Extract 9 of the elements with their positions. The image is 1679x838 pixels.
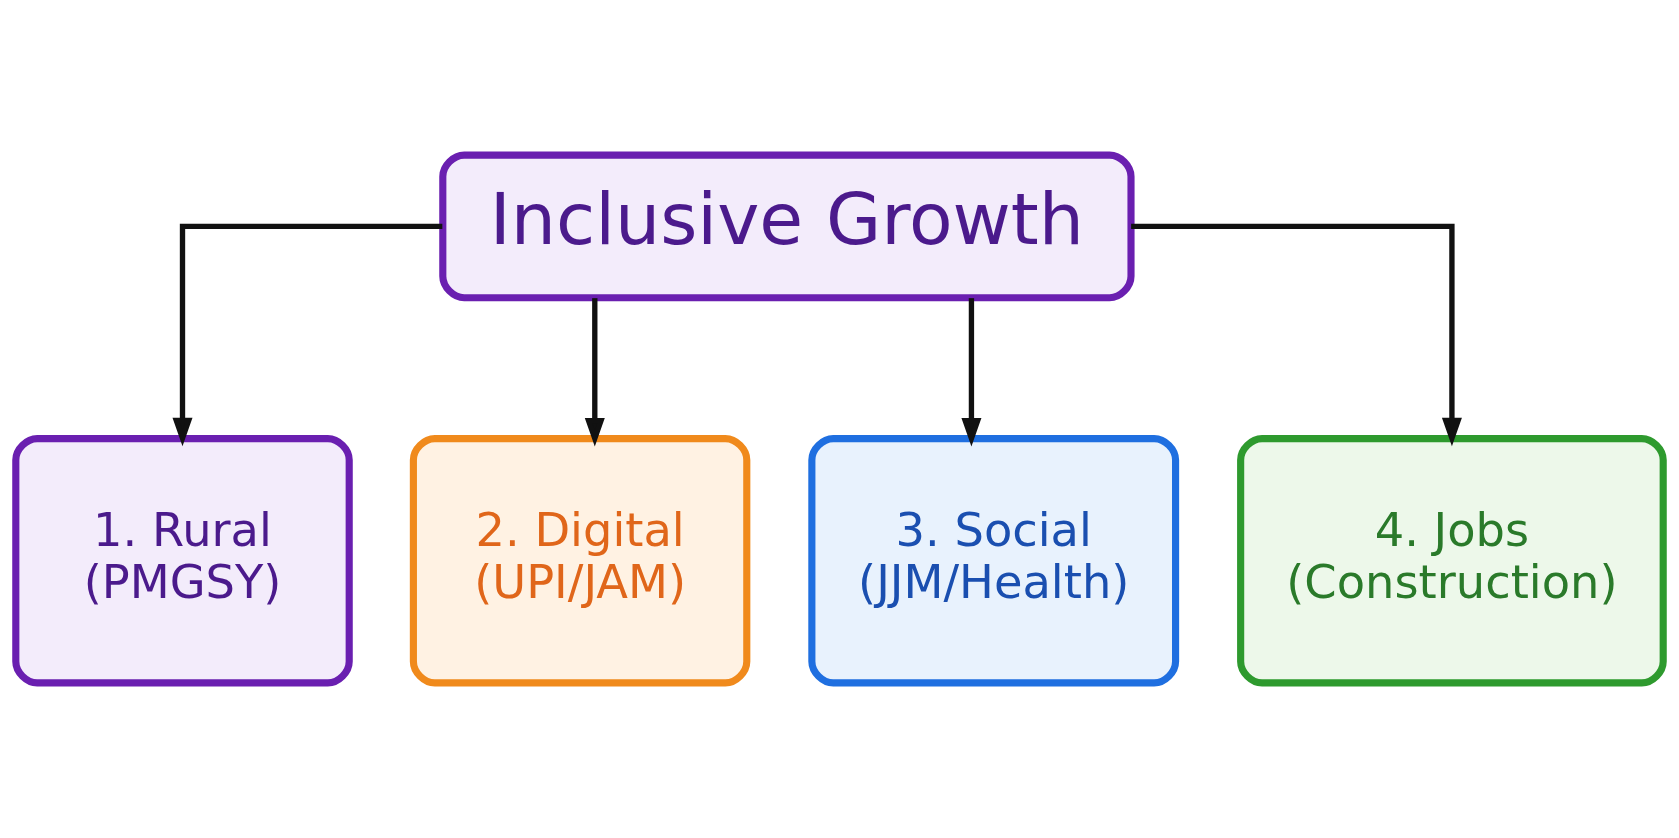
arrow — [961, 298, 982, 447]
node-box: 4. Jobs (Construction) — [1237, 435, 1667, 687]
arrow — [1131, 223, 1462, 447]
node-box: Inclusive Growth — [439, 151, 1135, 302]
node-box: 3. Social (JJM/Health) — [808, 435, 1180, 687]
arrow — [172, 223, 443, 447]
node-box: 2. Digital (UPI/JAM) — [409, 435, 751, 687]
node-box: 1. Rural (PMGSY) — [12, 435, 353, 687]
arrow — [584, 298, 605, 447]
